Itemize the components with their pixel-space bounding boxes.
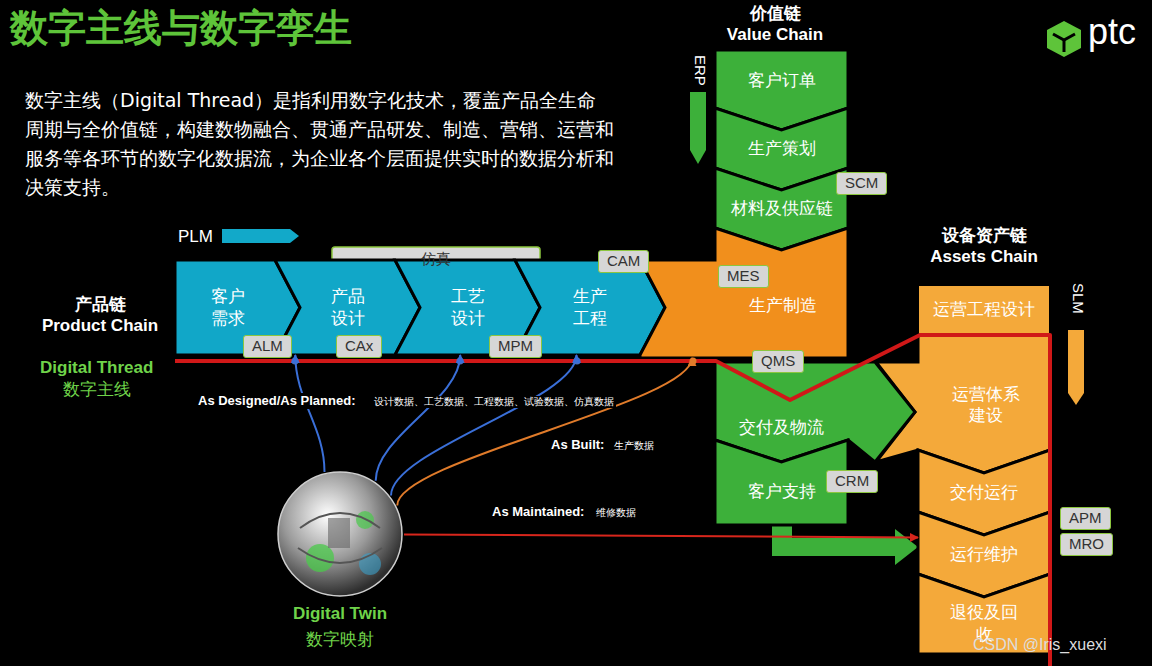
ptc-logo-icon: [1047, 21, 1081, 57]
text-area: 客户支持: [721, 462, 842, 521]
orb-caption: 数字映射: [306, 627, 374, 652]
process-box: 运营工程设计: [918, 285, 1050, 335]
tag-label: CRM: [835, 472, 869, 491]
step-label: 运营体系建设: [949, 384, 1022, 427]
tag-label: SCM: [845, 174, 878, 193]
data-link-connector: [391, 355, 576, 495]
system-tag: APM: [1060, 507, 1111, 530]
flow-label: As Maintained:: [490, 504, 586, 520]
chain-label: PLM: [178, 227, 213, 247]
text-area: 交付及物流: [720, 417, 843, 439]
flow-label: 生产数据: [612, 440, 656, 452]
step-label: 材料及供应链: [731, 198, 833, 219]
data-link-connector: [295, 355, 324, 472]
chain-label: 设备资产链: [942, 225, 1027, 245]
slm-arrow: [1068, 330, 1084, 405]
chain-label: ERP: [691, 55, 709, 86]
step-label: 交付及物流: [739, 417, 824, 438]
chain-label: Product Chain: [42, 316, 158, 336]
text-area: Digital Twin数字映射: [270, 602, 410, 656]
step-label: 运营工程设计: [933, 299, 1035, 320]
shape-fill: [640, 228, 848, 358]
process-shape: 生产制造: [640, 228, 848, 358]
shape-outline: [270, 468, 410, 656]
chain-label: 数字主线: [63, 379, 131, 399]
text-area: 生产策划: [721, 130, 842, 168]
chain-label: SLM: [1069, 283, 1087, 314]
chain-label: ptc: [1088, 10, 1136, 53]
tag-label: CAM: [607, 252, 640, 271]
tag-label: MRO: [1069, 535, 1104, 554]
step-label: 客户订单: [748, 70, 816, 91]
orb-detail: [328, 518, 350, 548]
system-tag: CAM: [598, 250, 649, 273]
digital-twin-orb: Digital Twin数字映射: [270, 468, 410, 656]
text-area: 运营工程设计: [921, 286, 1047, 334]
step-label: 运行维护: [950, 544, 1018, 565]
text-area: 运营体系建设: [926, 363, 1046, 447]
text-area: 生产工程: [542, 264, 638, 351]
shape-fill: [395, 260, 540, 355]
orb-detail: [298, 513, 382, 563]
flow-label: As Built:: [549, 437, 606, 453]
tag-label: APM: [1069, 509, 1102, 528]
system-tag: CRM: [826, 470, 878, 493]
step-label: 交付运行: [950, 482, 1018, 503]
flow-label: 设计数据、工艺数据、工程数据、试验数据、仿真数据: [372, 396, 616, 408]
flow-label: 维修数据: [594, 507, 638, 519]
page-title: 数字主线与数字孪生: [10, 6, 352, 52]
system-tag: MRO: [1060, 533, 1113, 556]
chain-label: Digital Thread: [40, 358, 153, 378]
text-area: 交付运行: [924, 473, 1044, 512]
shape-fill: [275, 260, 420, 355]
text-area: 材料及供应链: [721, 190, 842, 228]
step-label: 生产制造: [749, 295, 817, 316]
system-tag: MES: [718, 265, 769, 288]
orb-detail: [306, 544, 334, 572]
shape-outline: [640, 228, 848, 358]
shape-fill: [715, 440, 848, 525]
data-link-connector: [404, 534, 918, 537]
digital-thread-line: [175, 335, 1050, 666]
orb-sphere: [278, 472, 402, 596]
step-label: 客户支持: [748, 481, 816, 502]
description-text: 数字主线（Digital Thread）是指利用数字化技术，覆盖产品全生命周期与…: [25, 86, 615, 202]
chain-label: 产品链: [75, 294, 126, 314]
erp-arrow: [690, 92, 706, 164]
orb-detail: [356, 511, 374, 529]
text-area: 运行维护: [924, 535, 1044, 574]
system-tag: QMS: [752, 350, 804, 373]
support-flow-arrow: [772, 522, 918, 565]
chain-label: 价值链: [750, 3, 801, 23]
system-tag: CAx: [336, 335, 382, 358]
flow-label: As Designed/As Planned:: [196, 393, 357, 409]
tag-label: ALM: [252, 337, 283, 356]
step-label: 工艺设计: [448, 286, 487, 329]
system-tag: ALM: [243, 335, 292, 358]
tag-label: MPM: [498, 337, 533, 356]
chain-label: CSDN @Iris_xuexi: [973, 635, 1107, 654]
step-label: 客户需求: [208, 286, 247, 329]
step-label: 产品设计: [328, 286, 367, 329]
step-label: 仿真: [421, 250, 451, 269]
orb-caption: Digital Twin: [293, 602, 387, 627]
chain-label: Value Chain: [727, 25, 823, 45]
tag-label: CAx: [345, 337, 373, 356]
tag-label: QMS: [761, 352, 795, 371]
step-label: 生产工程: [570, 286, 609, 329]
step-label: 生产策划: [748, 138, 816, 159]
text-area: 客户订单: [721, 54, 842, 108]
chain-label: Assets Chain: [930, 247, 1038, 267]
box-fill: [918, 285, 1050, 335]
data-link-connector: [397, 358, 692, 505]
system-tag: MPM: [489, 335, 542, 358]
plm-arrow: [222, 229, 299, 243]
system-tag: SCM: [836, 172, 887, 195]
tag-label: MES: [727, 267, 760, 286]
